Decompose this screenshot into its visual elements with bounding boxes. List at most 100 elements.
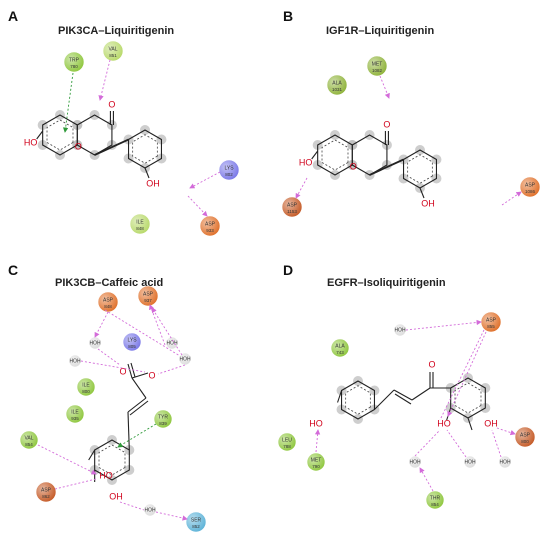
a-residue-trp-num: 780 xyxy=(70,64,78,69)
a-hbond-val xyxy=(98,59,111,101)
d-residue-ala743-name: ALA xyxy=(335,343,345,349)
b-ring-a-aromatic xyxy=(321,139,349,171)
a-oh-right-bond xyxy=(144,167,150,179)
b-residue-ala-shine xyxy=(327,75,347,95)
d-atom-carbonyl: O xyxy=(428,359,435,369)
c-residue-tyr839-num: 839 xyxy=(159,421,167,426)
d-residue-hoh1-name: HOH xyxy=(394,327,406,333)
c-residue-asp848-name: ASP xyxy=(103,297,114,303)
c-residue-asp862-name: ASP xyxy=(41,487,52,493)
c-ho-bond xyxy=(88,449,96,461)
c-chain2 xyxy=(127,397,147,413)
b-residue-asp1153-shine xyxy=(282,197,302,217)
c-residue-val854-num: 854 xyxy=(25,442,33,447)
a-ring-b-aromatic xyxy=(132,134,158,164)
a-ring-b xyxy=(127,129,163,169)
a-oh-left-bond xyxy=(36,130,44,140)
a-hydroxyl-right: OH xyxy=(146,178,160,188)
d-residue-met790-shine xyxy=(307,453,325,471)
b-ring-b-aromatic xyxy=(407,154,433,184)
panel-b-title: IGF1R–Liquiritigenin xyxy=(326,25,435,37)
a-hydroxyl-left: HO xyxy=(24,137,38,147)
c-hbond-2 xyxy=(97,348,121,366)
c-hbond-1 xyxy=(94,311,109,338)
c-atom-ho: HO xyxy=(99,470,113,480)
c-residue-hoh3-name: HOH xyxy=(166,340,178,346)
c-co-1 xyxy=(127,363,133,379)
d-residue-asp800-name: ASP xyxy=(520,432,531,438)
d-residue-met790-name: MET xyxy=(311,457,322,463)
d-ho-bond xyxy=(337,390,343,403)
c-residue-hoh2: HOH xyxy=(68,354,82,368)
d-residue-hoh3-shine xyxy=(464,456,476,468)
c-residue-tyr839-name: TYR xyxy=(158,414,168,420)
d-residue-hoh3: HOH xyxy=(463,455,477,469)
c-residue-ile935-shine xyxy=(66,405,84,423)
b-oh-left-bond xyxy=(311,150,319,160)
d-atom-ho2: HO xyxy=(437,418,451,428)
d-atom-oh: OH xyxy=(484,418,498,428)
a-residue-trp-name: TRP xyxy=(69,57,80,63)
c-residue-ile935-num: 935 xyxy=(71,416,79,421)
c-residue-ile800-num: 800 xyxy=(82,389,90,394)
c-residue-lys805-num: 805 xyxy=(128,344,136,349)
d-ring-right-aromatic xyxy=(454,382,482,414)
c-residue-asp848-num: 848 xyxy=(104,304,112,309)
c-hbond-9 xyxy=(54,478,97,490)
c-hbond-6 xyxy=(157,364,186,375)
b-carbonyl-o: O xyxy=(383,119,390,129)
d-residue-ala743-num: 743 xyxy=(336,350,344,355)
b-hbond-asp1086 xyxy=(501,191,522,206)
c-atom-o1: O xyxy=(119,366,126,376)
c-residue-asp862-num: 862 xyxy=(42,494,50,499)
b-residue-met-name: MET xyxy=(372,61,383,67)
c-hbond-3 xyxy=(80,360,146,373)
d-residue-asp855-num: 855 xyxy=(487,324,495,329)
c-residue-ile935-name: ILE xyxy=(71,409,79,415)
b-residue-ala-num: 1031 xyxy=(332,87,343,92)
d-hbond-3 xyxy=(439,329,485,421)
c-residue-val854-name: VAL xyxy=(24,435,33,441)
c-hbond-5 xyxy=(151,307,183,356)
c-co-o2 xyxy=(131,372,149,379)
d-ring-left xyxy=(340,380,376,420)
d-hbond-5 xyxy=(414,429,441,457)
a-residue-asp-num: 933 xyxy=(206,228,214,233)
d-hbond-7 xyxy=(491,429,502,458)
c-residue-ser852-num: 852 xyxy=(192,524,200,529)
d-residue-hoh3-name: HOH xyxy=(464,459,476,465)
c-hbond-4 xyxy=(149,304,166,346)
c-residue-hoh4-name: HOH xyxy=(179,356,191,362)
c-residue-asp862-shine xyxy=(36,482,56,502)
d-atom-ho: HO xyxy=(309,418,323,428)
c-hbond-11 xyxy=(155,511,188,521)
c-hbond-12 xyxy=(104,309,181,357)
c-residue-lys805-name: LYS xyxy=(127,337,137,343)
c-chain3 xyxy=(131,377,147,399)
d-residue-met790-num: 790 xyxy=(312,464,320,469)
d-hbond-2 xyxy=(447,331,487,417)
panel-a-title: PIK3CA–Liquiritigenin xyxy=(58,25,175,37)
a-ring-a xyxy=(42,114,78,156)
c-residue-asp937-name: ASP xyxy=(143,291,154,297)
c-residue-hoh3-shine xyxy=(166,337,178,349)
d-residue-leu788-shine xyxy=(278,433,296,451)
c-residue-hoh1: HOH xyxy=(88,336,102,350)
d-hbond-6 xyxy=(446,429,467,458)
c-chain2b xyxy=(129,400,149,416)
